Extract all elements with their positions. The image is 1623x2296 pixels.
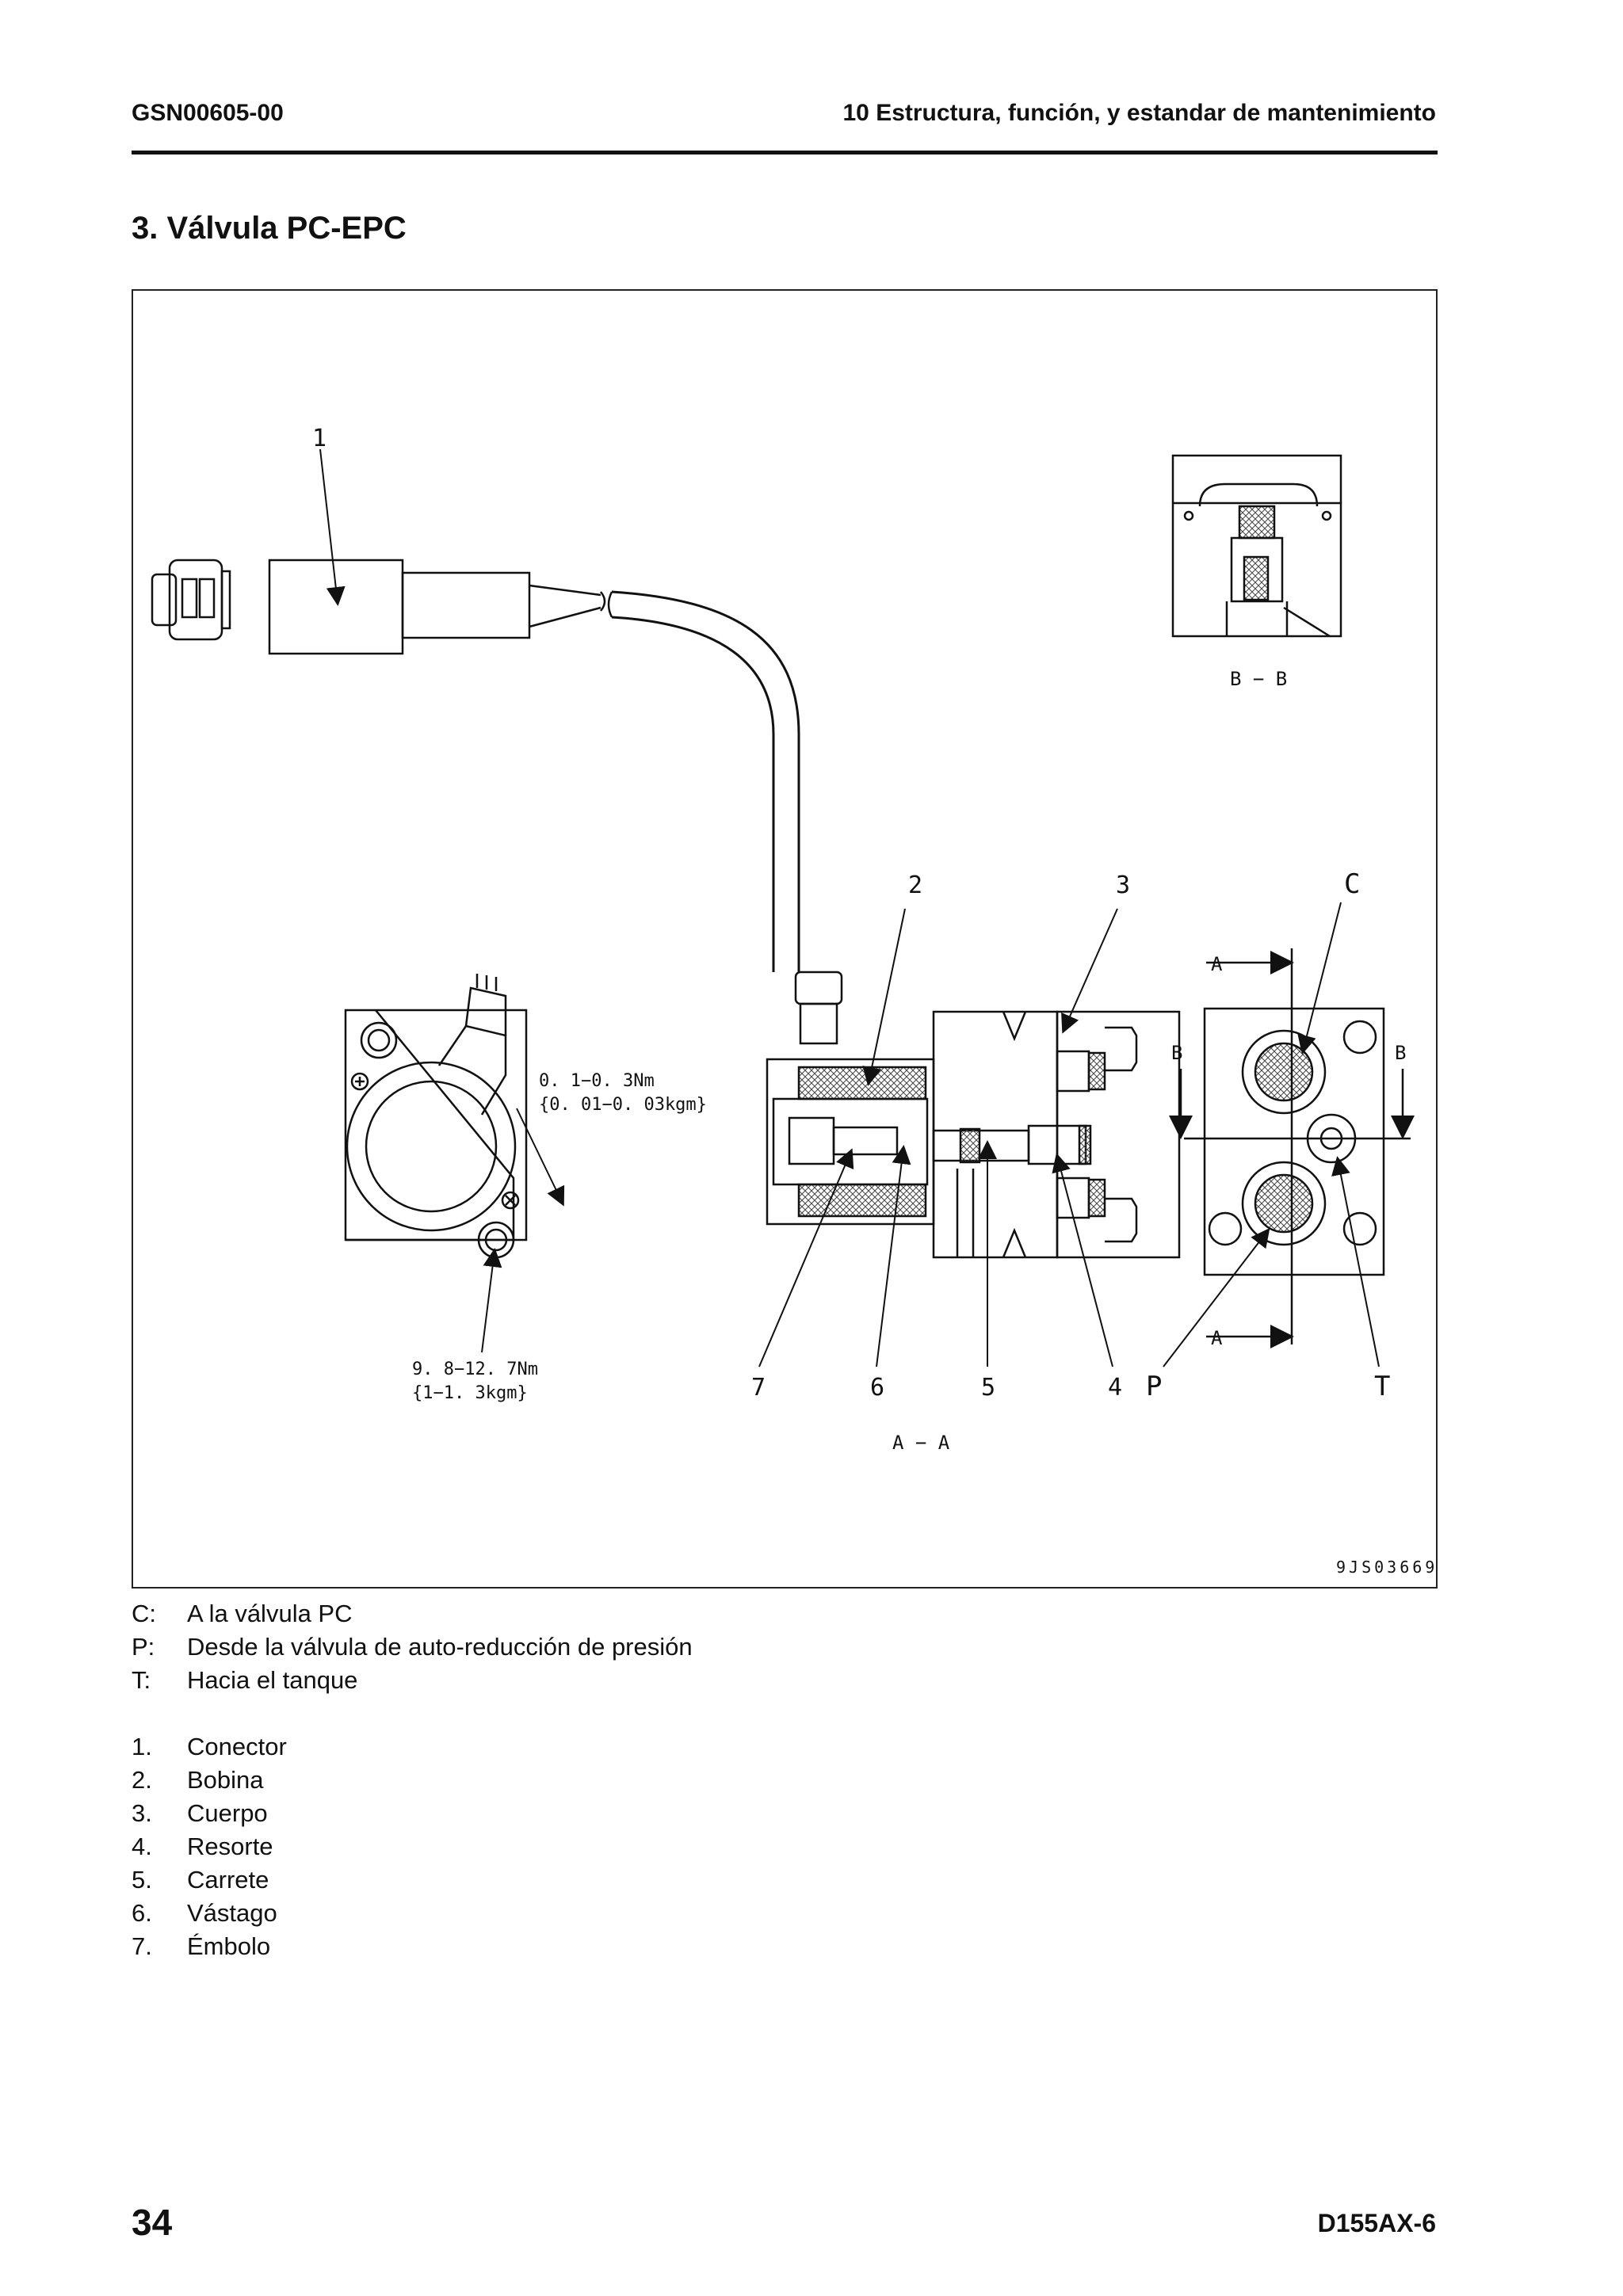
- parts-row: 3.Cuerpo: [132, 1799, 268, 1827]
- front-view-drawing: [344, 974, 528, 1259]
- port-view-drawing: [1169, 948, 1415, 1348]
- page-number: 34: [132, 2202, 173, 2243]
- parts-row: 5.Carrete: [132, 1866, 269, 1894]
- torque-large-line1: 9. 8−12. 7Nm: [412, 1360, 538, 1379]
- port-label-t: T: [1374, 1371, 1390, 1402]
- torque-large-line2: {1−1. 3kgm}: [412, 1383, 528, 1403]
- port-label-c: C: [1344, 868, 1360, 900]
- port-label-p: P: [1146, 1371, 1162, 1402]
- section-label-bb: B − B: [1230, 668, 1287, 690]
- section-arrow-a-bottom: A: [1211, 1327, 1223, 1349]
- torque-small-line2: {0. 01−0. 03kgm}: [539, 1095, 707, 1115]
- document-code: GSN00605-00: [132, 100, 284, 126]
- valve-drawing: 1 2 3 4 5 6 7 C P T B − B A − A A A B B …: [151, 425, 1438, 1577]
- legend-row-c: C:A la válvula PC: [132, 1600, 353, 1627]
- callout-4: 4: [1108, 1374, 1122, 1402]
- model-code: D155AX-6: [1317, 2209, 1436, 2237]
- callout-5: 5: [981, 1374, 995, 1402]
- section-arrow-a-top: A: [1211, 953, 1223, 975]
- callout-1: 1: [312, 425, 327, 452]
- section-arrow-b-right: B: [1395, 1042, 1406, 1064]
- parts-row: 7.Émbolo: [132, 1932, 271, 1960]
- legend-row-p: P:Desde la válvula de auto-reducción de …: [132, 1633, 693, 1661]
- callout-3: 3: [1116, 871, 1130, 899]
- callout-6: 6: [870, 1374, 884, 1402]
- valve-diagram-figure: 1 2 3 4 5 6 7 C P T B − B A − A A A B B …: [132, 289, 1438, 1589]
- parts-row: 4.Resorte: [132, 1833, 273, 1860]
- leader-lines: [319, 448, 1380, 1367]
- parts-row: 6.Vástago: [132, 1899, 277, 1927]
- section-bb-drawing: [1171, 454, 1342, 638]
- parts-row: 1.Conector: [132, 1733, 287, 1760]
- legend-row-t: T:Hacia el tanque: [132, 1666, 358, 1694]
- header-divider: [132, 151, 1438, 154]
- section-title: 3. Válvula PC-EPC: [132, 211, 407, 246]
- section-arrow-b-left: B: [1171, 1042, 1182, 1064]
- connector-drawing: [151, 559, 800, 972]
- ports-legend: C:A la válvula PC P:Desde la válvula de …: [132, 1597, 693, 1697]
- parts-legend: 1.Conector 2.Bobina 3.Cuerpo 4.Resorte 5…: [132, 1730, 287, 1963]
- torque-small-line1: 0. 1−0. 3Nm: [539, 1071, 655, 1091]
- figure-id: 9JS03669: [1336, 1558, 1438, 1577]
- parts-row: 2.Bobina: [132, 1766, 264, 1794]
- section-aa-drawing: [766, 971, 1181, 1259]
- section-label-aa: A − A: [892, 1432, 950, 1454]
- callout-7: 7: [751, 1374, 766, 1402]
- callout-2: 2: [908, 871, 922, 899]
- chapter-title: 10 Estructura, función, y estandar de ma…: [842, 100, 1436, 126]
